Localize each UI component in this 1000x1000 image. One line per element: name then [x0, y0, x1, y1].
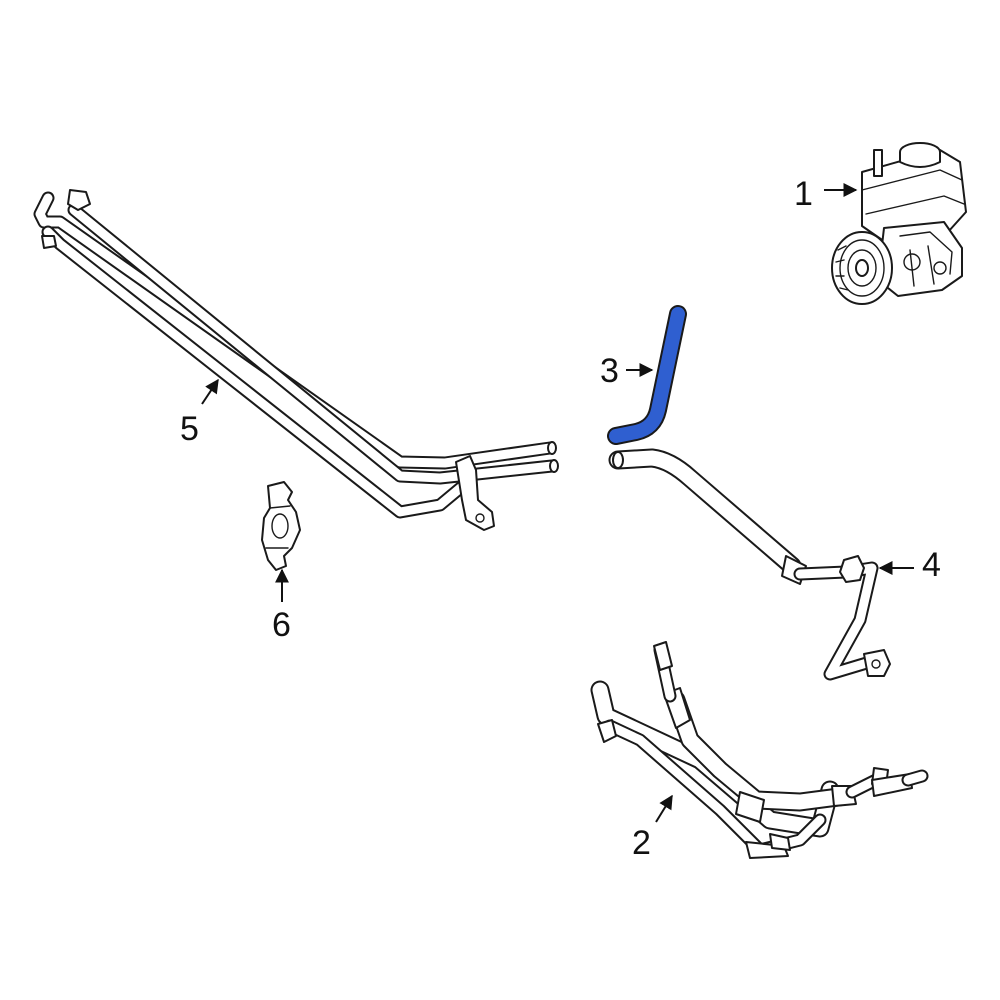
svg-text:2: 2 — [632, 824, 651, 862]
callout-3: 3 — [600, 352, 654, 390]
part-1-power-steering-pump[interactable] — [831, 142, 967, 305]
svg-text:5: 5 — [180, 410, 199, 448]
svg-text:4: 4 — [922, 546, 941, 584]
svg-text:6: 6 — [272, 606, 291, 644]
callout-2: 2 — [632, 794, 673, 862]
callout-4: 4 — [878, 546, 941, 584]
part-6-bracket[interactable] — [261, 481, 301, 571]
part-2-pressure-hose[interactable] — [590, 641, 929, 859]
part-3-return-hose[interactable] — [607, 305, 687, 445]
callout-5: 5 — [180, 378, 219, 448]
callout-1: 1 — [794, 175, 858, 213]
part-5-cooler-tubes[interactable] — [33, 189, 559, 531]
callout-6: 6 — [272, 568, 291, 644]
svg-text:1: 1 — [794, 175, 813, 213]
svg-text:3: 3 — [600, 352, 619, 390]
part-4-hose-line[interactable] — [608, 448, 891, 681]
